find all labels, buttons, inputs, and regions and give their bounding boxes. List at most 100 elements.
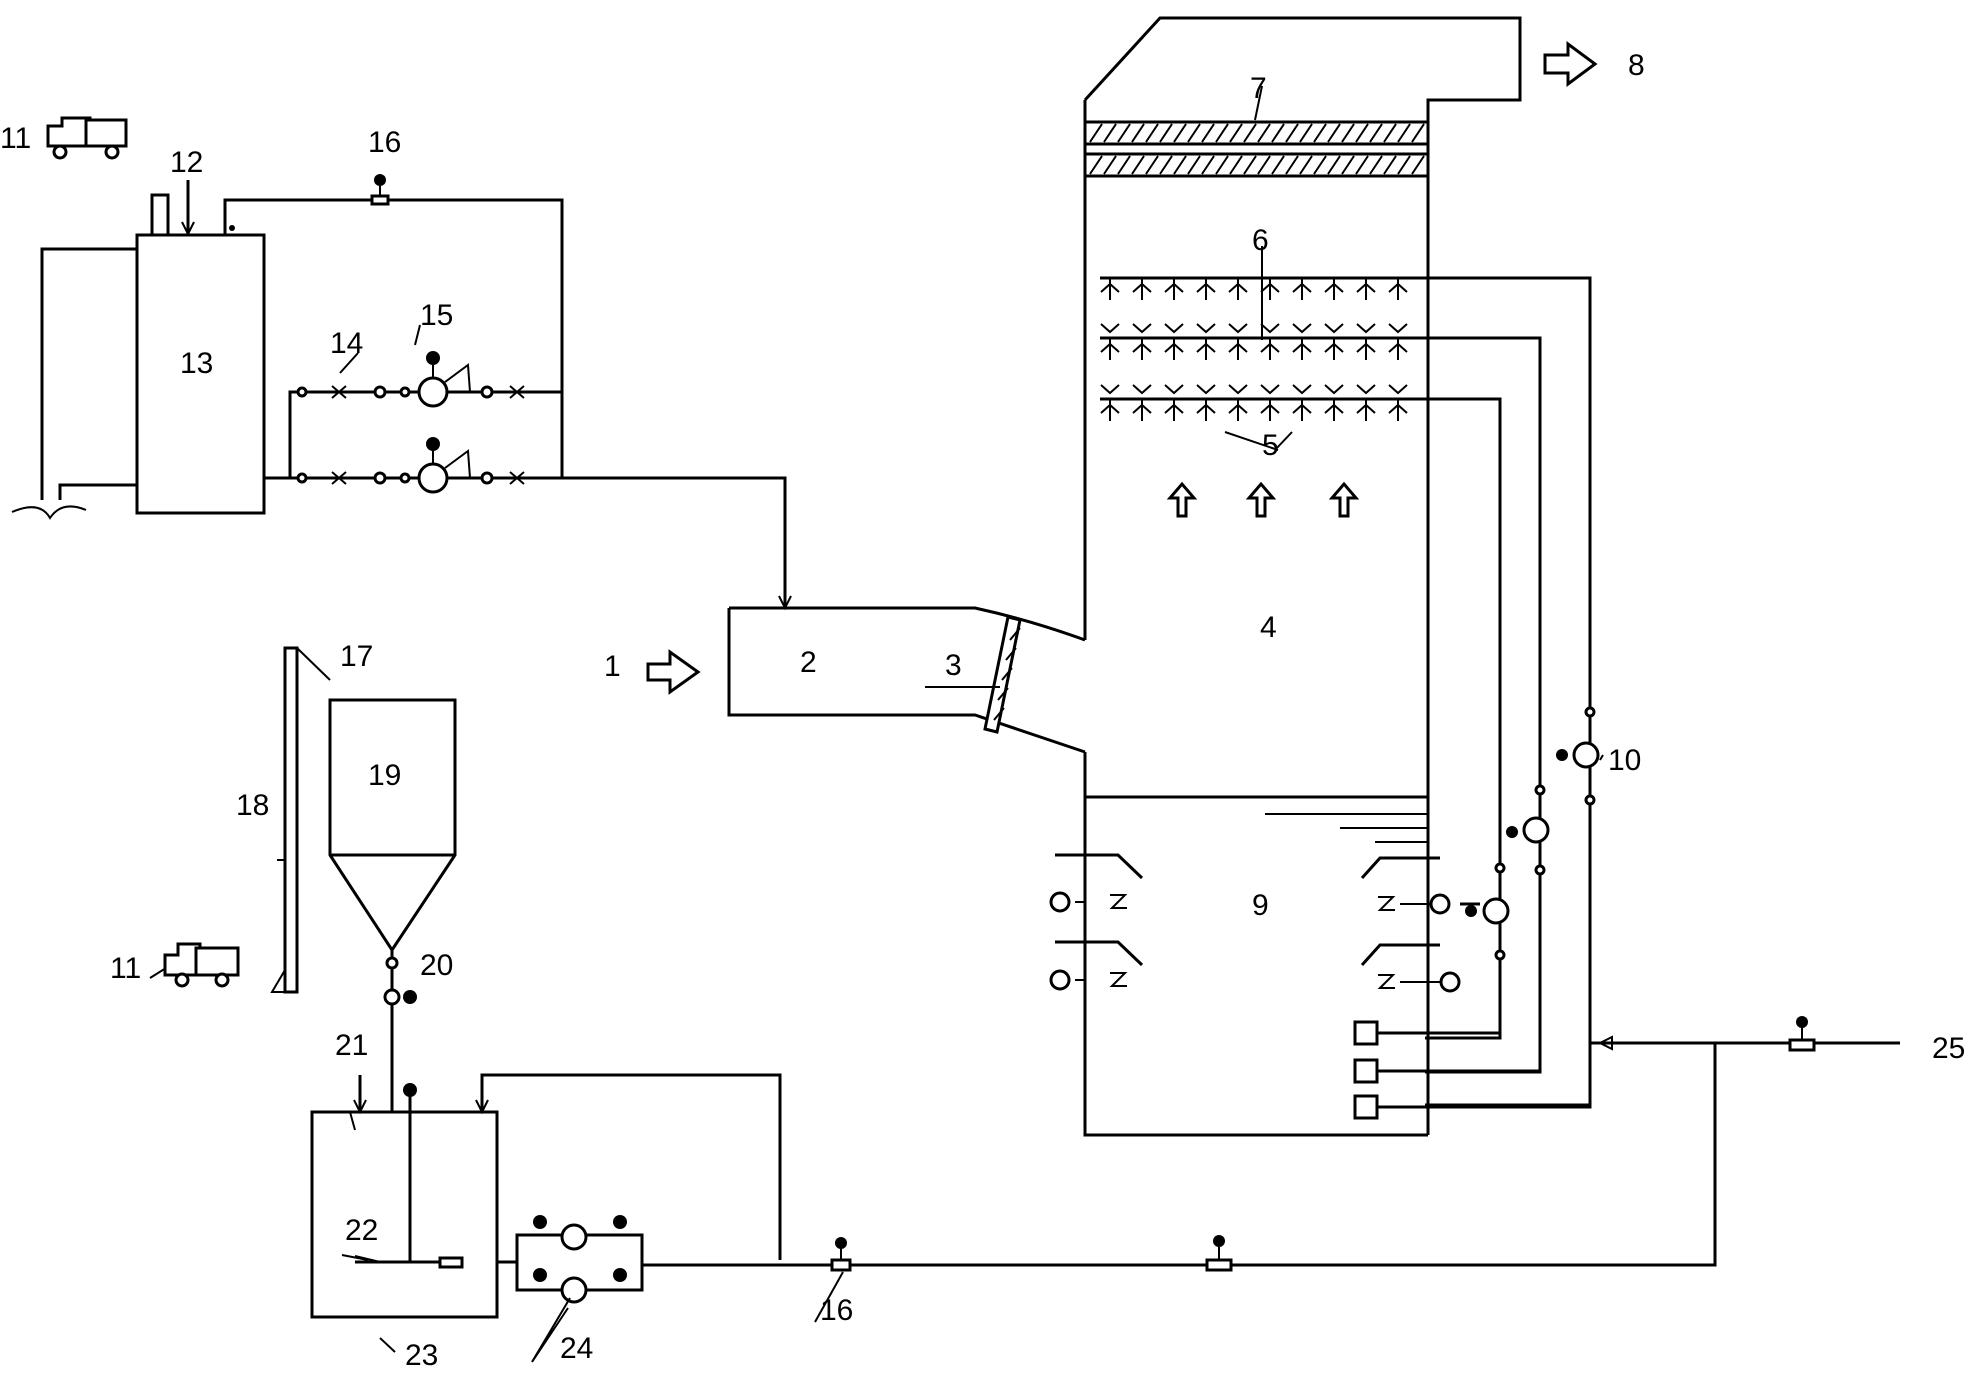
- hatch-line: [1257, 155, 1271, 175]
- hatch-line: [1271, 155, 1285, 175]
- hatch-line: [1397, 123, 1411, 143]
- spray-nozzle-icon: [1100, 278, 1120, 300]
- spray-nozzle-icon: [1196, 278, 1216, 300]
- spray-nozzle-icon: [1324, 278, 1344, 300]
- hatch-line: [1355, 123, 1369, 143]
- label-10: 10: [1608, 744, 1641, 777]
- outlet-arrow-icon: [1543, 41, 1598, 87]
- hatch-line: [1229, 155, 1243, 175]
- hatch-line: [1173, 155, 1187, 175]
- hatch-line: [1145, 123, 1159, 143]
- valve-icon: [830, 1258, 852, 1272]
- absorber-tower: [1083, 16, 1522, 1137]
- hatch-line: [1117, 123, 1131, 143]
- label-23: 23: [405, 1339, 438, 1372]
- hatch-line: [1243, 155, 1257, 175]
- hatch-line: [1201, 123, 1215, 143]
- spray-nozzle-icon: [1100, 384, 1120, 421]
- label-21: 21: [335, 1029, 368, 1062]
- spray-nozzle-icon: [1388, 278, 1408, 300]
- spray-nozzle-icon: [1388, 384, 1408, 421]
- valve-icon: [1205, 1258, 1233, 1272]
- valve-icon: [1788, 1038, 1816, 1052]
- hatch-line: [1103, 155, 1117, 175]
- hatch-line: [1397, 155, 1411, 175]
- label-22: 22: [345, 1214, 378, 1247]
- label-7: 7: [1250, 72, 1267, 105]
- hatch-line: [1285, 155, 1299, 175]
- hatch-line: [1411, 155, 1425, 175]
- spray-nozzle-icon: [1132, 384, 1152, 421]
- gas-flow-arrows: [1166, 481, 1360, 518]
- slurry-tank-23: [310, 1073, 782, 1319]
- label-8: 8: [1628, 49, 1645, 82]
- label-15: 15: [420, 299, 453, 332]
- hatch-line: [1369, 123, 1383, 143]
- spray-nozzle-icon: [1164, 384, 1184, 421]
- spray-nozzle-icon: [1292, 278, 1312, 300]
- label-19: 19: [368, 759, 401, 792]
- truck-icon: [46, 116, 128, 160]
- spray-nozzle-icon: [1132, 323, 1152, 360]
- label-3: 3: [945, 649, 962, 682]
- label-6: 6: [1252, 224, 1269, 257]
- label-9: 9: [1252, 889, 1269, 922]
- hatch-line: [1187, 155, 1201, 175]
- hatch-line: [1271, 123, 1285, 143]
- spray-nozzle-icon: [1356, 384, 1376, 421]
- pump-icon: [1522, 816, 1550, 844]
- hatch-line: [1159, 155, 1173, 175]
- hatch-line: [1327, 155, 1341, 175]
- label-12: 12: [170, 146, 203, 179]
- spray-nozzle-icon: [1196, 323, 1216, 360]
- leader-lines: [149, 85, 1604, 1363]
- hatch-line: [1243, 123, 1257, 143]
- hatch-line: [1383, 155, 1397, 175]
- hatch-line: [1173, 123, 1187, 143]
- spray-nozzle-icon: [1228, 323, 1248, 360]
- hatch-line: [1341, 155, 1355, 175]
- agitators-right: [1360, 856, 1461, 993]
- agitators-left: [1049, 853, 1144, 991]
- pump-icon: [417, 462, 449, 494]
- label-5: 5: [1262, 429, 1279, 462]
- pump-icon: [1572, 741, 1600, 769]
- hatch-line: [1299, 155, 1313, 175]
- hatch-line: [1145, 155, 1159, 175]
- slurry-feed-pumps: [497, 1043, 1717, 1304]
- hatch-line: [1201, 155, 1215, 175]
- makeup-water-line: [1590, 1016, 1900, 1052]
- hatch-line: [1103, 123, 1117, 143]
- label-16-lower: 16: [820, 1294, 853, 1327]
- label-13: 13: [180, 347, 213, 380]
- spray-nozzle-icon: [1132, 278, 1152, 300]
- label-24: 24: [560, 1332, 593, 1365]
- bucket-elevator-18: [270, 646, 331, 994]
- truck-icon-lower: [163, 942, 240, 988]
- hatch-line: [1341, 123, 1355, 143]
- callout-labels: 1 2 3 4 5 6 7 8 9 10 11 11 12 13 14 15 1…: [0, 49, 1965, 1372]
- hatch-line: [1089, 155, 1103, 175]
- inlet-arrow-icon: [646, 649, 701, 695]
- spray-nozzle-icon: [1356, 323, 1376, 360]
- hatch-line: [1131, 123, 1145, 143]
- hatch-line: [1299, 123, 1313, 143]
- hatch-line: [1313, 123, 1327, 143]
- pump-icon: [417, 376, 449, 408]
- hatch-line: [1355, 155, 1369, 175]
- pump-manifold: [264, 351, 792, 611]
- hatch-line: [1215, 155, 1229, 175]
- label-20: 20: [420, 949, 453, 982]
- spray-nozzle-icon: [1164, 323, 1184, 360]
- mist-eliminator: [1083, 120, 1430, 178]
- hatch-line: [1411, 123, 1425, 143]
- spray-nozzle-icon: [1228, 278, 1248, 300]
- hatch-line: [1131, 155, 1145, 175]
- spray-nozzle-icon: [1196, 384, 1216, 421]
- spray-nozzle-icon: [1388, 323, 1408, 360]
- hatch-line: [1369, 155, 1383, 175]
- hatch-line: [1383, 123, 1397, 143]
- hatch-line: [1187, 123, 1201, 143]
- inlet-duct: [646, 606, 1086, 754]
